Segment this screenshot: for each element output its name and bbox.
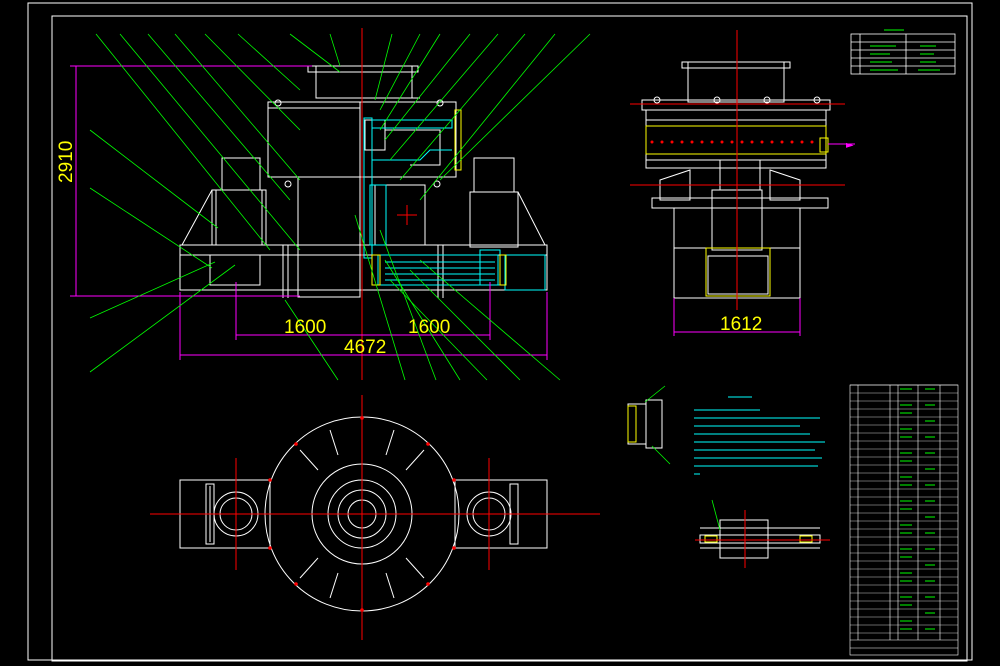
dim-side-1612: 1612 [720,314,762,335]
dim-height-2910: 2910 [56,141,77,183]
arrow-right-icon: ► [846,140,854,151]
side-elevation-view [641,61,831,299]
side-centerlines [630,30,845,310]
bill-of-materials-table [849,384,959,656]
technical-notes-block [694,396,825,475]
plan-bolt-circle [268,416,456,612]
front-leader-lines [89,33,591,381]
side-dimension-lines [673,143,855,336]
detail-view-b-leaders [711,499,721,531]
drawing-frame [27,2,973,662]
dim-overall-4672: 4672 [344,337,386,358]
detail-view-b-section [704,535,813,543]
detail-view-a-section [627,405,637,443]
detail-view-a [627,399,663,449]
bill-of-materials-text [900,388,935,630]
dim-right-1600: 1600 [408,317,450,338]
parameter-table-text [870,29,940,71]
dim-left-1600: 1600 [284,317,326,338]
side-bolt-row [650,140,814,144]
plan-centerlines [150,395,600,640]
side-section-detail [645,125,829,297]
front-dimension-lines [70,65,548,360]
bill-of-materials-rows [850,384,958,634]
detail-view-b [699,519,821,559]
parameter-table [850,33,956,75]
front-centerline [361,28,417,380]
front-hatch-detail [371,109,507,286]
detail-view-b-centerlines [695,510,830,568]
detail-view-a-leaders [644,385,671,465]
